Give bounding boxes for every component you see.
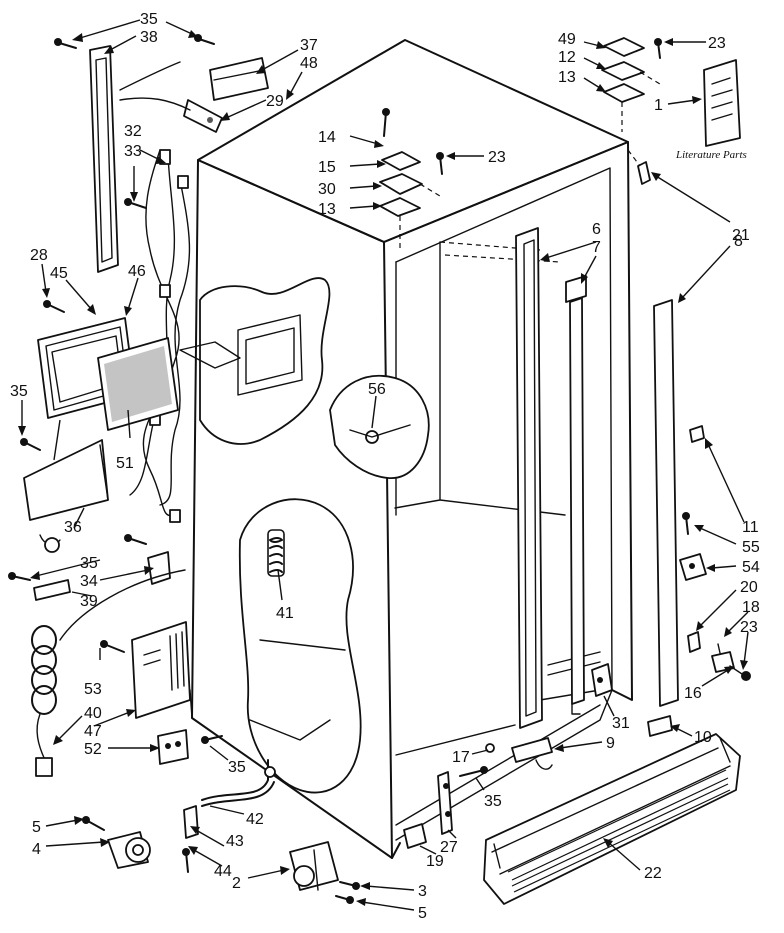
callout-22: 22 (644, 865, 662, 882)
part-6-gasket (515, 227, 543, 729)
callout-35: 35 (228, 759, 246, 776)
callout-21: 21 (732, 227, 750, 244)
part-37-bracket (183, 57, 269, 133)
callout-1: 1 (654, 97, 663, 114)
part-41-coil (267, 529, 285, 577)
callout-48: 48 (300, 55, 318, 72)
part-4-foot (82, 816, 151, 869)
cutaway-lower-left (238, 498, 362, 794)
callout-9: 9 (606, 735, 615, 752)
callout-29: 29 (266, 93, 284, 110)
callout-16: 16 (684, 685, 702, 702)
wire-harness (119, 61, 191, 523)
callout-27: 27 (440, 839, 458, 856)
callout-51: 51 (116, 455, 134, 472)
callout-52: 52 (84, 741, 102, 758)
callout-45: 45 (50, 265, 68, 282)
callout-38: 38 (140, 29, 158, 46)
part-2-mount (289, 841, 360, 904)
part-8-strip (653, 299, 679, 707)
part-55-54 (679, 512, 707, 581)
part-10-block (647, 715, 673, 737)
cutaway-right (329, 374, 430, 479)
part-40-power-cord (31, 625, 57, 777)
callout-42: 42 (246, 811, 264, 828)
callout-4: 4 (32, 841, 41, 858)
part-11-clip (689, 425, 705, 443)
screw-35-top (54, 34, 215, 49)
callout-23: 23 (708, 35, 726, 52)
leader-lines (18, 19, 749, 911)
callout-12: 12 (558, 49, 576, 66)
callout-35: 35 (80, 555, 98, 572)
top-hinge-parts (601, 37, 662, 132)
callout-39: 39 (80, 593, 98, 610)
callout-19: 19 (426, 853, 444, 870)
callout-13: 13 (318, 201, 336, 218)
callout-37: 37 (300, 37, 318, 54)
callout-5: 5 (418, 905, 427, 922)
callout-47: 47 (84, 723, 102, 740)
part-1-literature (703, 59, 741, 147)
callout-23: 23 (740, 619, 758, 636)
callout-7: 7 (592, 239, 601, 256)
part-34-39 (33, 551, 186, 641)
callout-14: 14 (318, 129, 336, 146)
callout-35: 35 (140, 11, 158, 28)
literature-parts-caption: Literature Parts (675, 149, 747, 161)
callout-55: 55 (742, 539, 760, 556)
part-9-handle (485, 737, 553, 770)
callout-40: 40 (84, 705, 102, 722)
callout-5: 5 (32, 819, 41, 836)
callout-31: 31 (612, 715, 630, 732)
callout-30: 30 (318, 181, 336, 198)
callout-8: 8 (734, 233, 743, 250)
callout-35: 35 (10, 383, 28, 400)
callout-17: 17 (452, 749, 470, 766)
callout-35: 35 (484, 793, 502, 810)
callout-28: 28 (30, 247, 48, 264)
callout-11: 11 (742, 519, 759, 536)
callout-18: 18 (742, 599, 760, 616)
callout-23: 23 (488, 149, 506, 166)
callout-43: 43 (226, 833, 244, 850)
part-36-box (23, 439, 109, 553)
part-19-clip (403, 823, 427, 849)
callout-15: 15 (318, 159, 336, 176)
callout-10: 10 (694, 729, 712, 746)
callout-20: 20 (740, 579, 758, 596)
callout-34: 34 (80, 573, 98, 590)
part-31-block (591, 663, 613, 697)
part-27-bracket (437, 766, 488, 835)
callout-33: 33 (124, 143, 142, 160)
callout-labels: 35 38 37 48 29 32 33 28 45 46 35 51 36 3… (10, 11, 760, 922)
part-38-strip (89, 45, 119, 273)
callout-54: 54 (742, 559, 760, 576)
callout-3: 3 (418, 883, 427, 900)
part-47-cover (100, 621, 191, 719)
part-52-bracket (157, 729, 223, 765)
part-22-grille (483, 733, 741, 905)
callout-2: 2 (232, 875, 241, 892)
callout-32: 32 (124, 123, 142, 140)
callout-53: 53 (84, 681, 102, 698)
callout-49: 49 (558, 31, 576, 48)
part-42-tube (182, 759, 276, 873)
callout-36: 36 (64, 519, 82, 536)
part-7-rail (565, 275, 587, 715)
upper-hinge-parts (379, 108, 444, 248)
part-16-bracket (687, 631, 751, 681)
screws-left (8, 198, 147, 581)
callout-56: 56 (368, 381, 386, 398)
callout-41: 41 (276, 605, 294, 622)
callout-13: 13 (558, 69, 576, 86)
callout-46: 46 (128, 263, 146, 280)
cutaway-upper-left (179, 277, 331, 445)
part-51-pad (97, 337, 179, 431)
callout-6: 6 (592, 221, 601, 238)
part-21-clip (627, 149, 651, 185)
callout-44: 44 (214, 863, 232, 880)
